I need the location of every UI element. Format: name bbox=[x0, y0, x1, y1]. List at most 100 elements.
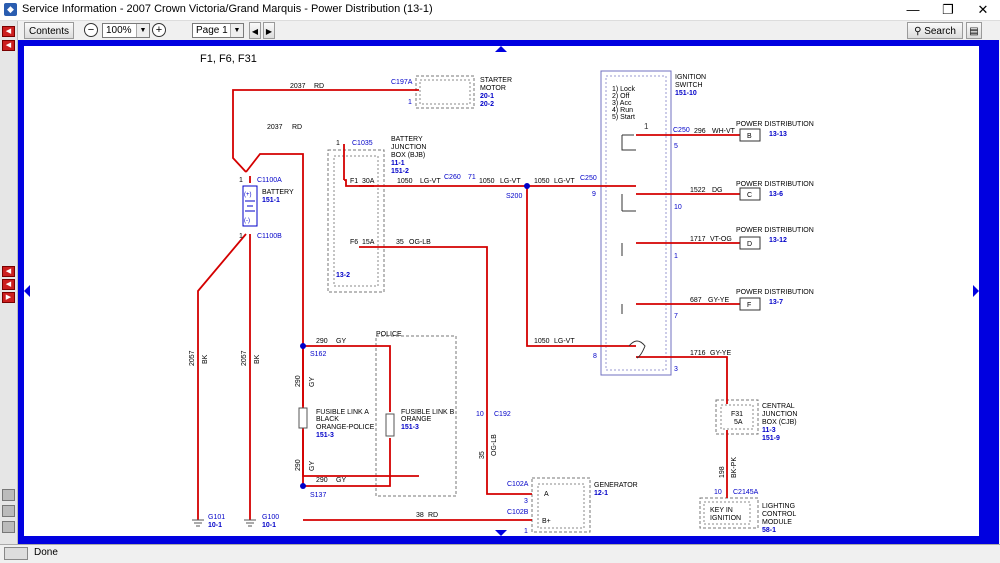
wire-label: 1050 bbox=[534, 338, 550, 345]
destination-label: POWER DISTRIBUTION bbox=[736, 181, 814, 188]
connector-label: C2145A bbox=[733, 489, 759, 496]
pin-label: 10 bbox=[674, 204, 682, 211]
nav-prev-icon-2[interactable]: ◀ bbox=[2, 279, 15, 290]
connector-letter: D bbox=[747, 241, 752, 248]
connector-f bbox=[739, 297, 761, 311]
component-label: BATTERY bbox=[262, 189, 294, 196]
battery-symbol bbox=[242, 185, 258, 227]
diagram-canvas[interactable]: 1 F1, F6, F31 2037 RD 2037 RD C1 bbox=[24, 46, 979, 536]
component-label: BLACK bbox=[316, 416, 339, 423]
wire-label: LG-VT bbox=[554, 178, 575, 185]
ref-label: 13-7 bbox=[769, 299, 783, 306]
destination-label: POWER DISTRIBUTION bbox=[736, 227, 814, 234]
connector-label: C102A bbox=[507, 481, 529, 488]
connector-letter: F bbox=[747, 302, 751, 309]
chevron-down-icon: ▼ bbox=[136, 24, 149, 37]
splice-label: S162 bbox=[310, 351, 326, 358]
maximize-button[interactable]: ❐ bbox=[942, 2, 954, 17]
ref-label: 20-2 bbox=[480, 101, 494, 108]
wire-label: 2037 bbox=[290, 83, 306, 90]
zoom-in-button[interactable]: + bbox=[152, 23, 166, 37]
zoom-select[interactable]: 100% ▼ bbox=[102, 23, 150, 38]
wire-label: GY-YE bbox=[710, 350, 731, 357]
search-icon: ⚲ bbox=[914, 26, 922, 37]
ref-label: 10-1 bbox=[208, 522, 222, 529]
fuse-label: F1 bbox=[350, 178, 358, 185]
pin-label: 10 bbox=[714, 489, 722, 496]
wire-2057-ground-a bbox=[197, 233, 247, 520]
pin-label: 3 bbox=[524, 498, 528, 505]
pin-label: 8 bbox=[593, 353, 597, 360]
print-icon[interactable] bbox=[2, 489, 15, 501]
wire-label: 2057 bbox=[189, 350, 196, 366]
wire-1050-s200 bbox=[526, 186, 636, 347]
wire-label: OG-LB bbox=[409, 239, 431, 246]
search-label: Search bbox=[924, 26, 956, 37]
wire-label: RD bbox=[292, 124, 302, 131]
nav-next-icon[interactable]: ▶ bbox=[2, 292, 15, 303]
component-label: ORANGE-POLICE bbox=[316, 424, 375, 431]
component-label: LIGHTING bbox=[762, 503, 795, 510]
wire-label: RD bbox=[314, 83, 324, 90]
wire-35-oglb bbox=[359, 246, 532, 495]
wire-290-b bbox=[303, 438, 391, 487]
connector-label: C102B bbox=[507, 509, 529, 516]
connector-label: C197A bbox=[391, 79, 413, 86]
pin-label: 1 bbox=[336, 140, 340, 147]
wire-label: BK bbox=[202, 354, 209, 364]
page-select[interactable]: Page 1 ▼ bbox=[192, 23, 244, 38]
wire-label: 1522 bbox=[690, 187, 706, 194]
wire-label: 290 bbox=[316, 477, 328, 484]
wire-label: 198 bbox=[719, 466, 726, 478]
wire-label: GY bbox=[336, 477, 346, 484]
wire-2037-starter bbox=[232, 89, 419, 173]
wire-label: 1050 bbox=[397, 178, 413, 185]
wire-label: GY-YE bbox=[708, 297, 729, 304]
ref-label: 151-1 bbox=[262, 197, 280, 204]
ignition-switch-box bbox=[600, 70, 672, 376]
pin-label: 71 bbox=[468, 174, 476, 181]
fusible-link-b bbox=[385, 413, 395, 437]
generator-box bbox=[531, 477, 591, 533]
nav-back-icon[interactable]: ◀ bbox=[2, 26, 15, 37]
contents-button[interactable]: Contents bbox=[24, 22, 74, 39]
nav-prev-icon[interactable]: ◀ bbox=[2, 266, 15, 277]
status-bar: Done bbox=[0, 544, 1000, 563]
connector-label: C192 bbox=[494, 411, 511, 418]
pin-label: 1 bbox=[408, 99, 412, 106]
ref-label: 20-1 bbox=[480, 93, 494, 100]
diagram-heading: F1, F6, F31 bbox=[200, 53, 257, 65]
component-label: BATTERY bbox=[391, 136, 423, 143]
wire-label: 290 bbox=[295, 459, 302, 471]
connector-label: C250 bbox=[673, 127, 690, 134]
starter-motor-box bbox=[415, 75, 475, 109]
wire-label: VT-OG bbox=[710, 236, 732, 243]
close-button[interactable]: ✕ bbox=[977, 2, 989, 17]
connector-label: C1100A bbox=[257, 177, 282, 184]
print-toolbar-icon[interactable]: ▤ bbox=[966, 22, 982, 39]
splice-s162 bbox=[300, 343, 306, 349]
ref-label: 10-1 bbox=[262, 522, 276, 529]
connector-label: C260 bbox=[444, 174, 461, 181]
copy-icon[interactable] bbox=[2, 521, 15, 533]
pin-label: 1 bbox=[524, 528, 528, 535]
connector-d bbox=[739, 236, 761, 250]
save-icon[interactable] bbox=[2, 505, 15, 517]
wire-label: 38 bbox=[416, 512, 424, 519]
wire-label: 1050 bbox=[534, 178, 550, 185]
wire-label: 687 bbox=[690, 297, 702, 304]
minimize-button[interactable]: — bbox=[906, 2, 920, 17]
status-icon bbox=[4, 547, 28, 560]
svg-text:1: 1 bbox=[644, 122, 649, 131]
nav-back-icon-2[interactable]: ◀ bbox=[2, 40, 15, 51]
wires bbox=[197, 89, 759, 521]
left-nav-strip: ◀ ◀ ◀ ◀ ▶ bbox=[0, 21, 18, 544]
search-button[interactable]: ⚲ Search bbox=[907, 22, 963, 39]
zoom-out-button[interactable]: − bbox=[84, 23, 98, 37]
page-prev-icon[interactable]: ◀ bbox=[249, 22, 261, 39]
ref-label: 13-2 bbox=[336, 272, 350, 279]
switch-position: 5) Start bbox=[612, 114, 635, 121]
destination-label: POWER DISTRIBUTION bbox=[736, 289, 814, 296]
page-next-icon[interactable]: ▶ bbox=[263, 22, 275, 39]
fuse-label: 5A bbox=[734, 419, 743, 426]
